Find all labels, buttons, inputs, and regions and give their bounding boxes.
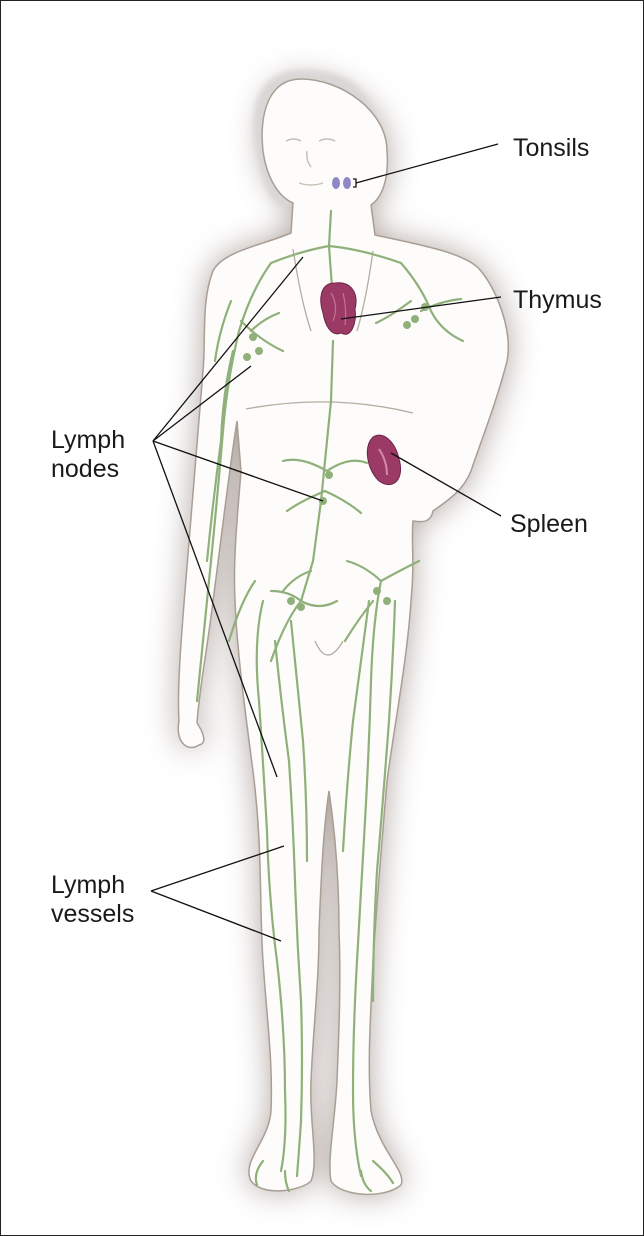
thymus-label: Thymus: [513, 286, 602, 315]
tonsils-label-text: Tonsils: [513, 134, 589, 162]
lymph-node: [243, 353, 251, 361]
lymph-vessels-label-line1: Lymph: [51, 871, 134, 900]
lymph-nodes-label-line1: Lymph: [51, 426, 125, 455]
lymph-node: [403, 321, 411, 329]
lymph-node: [325, 471, 333, 479]
lymph-node: [383, 597, 391, 605]
body-silhouette: [178, 79, 508, 1194]
lymph-node: [255, 347, 263, 355]
lymph-node: [373, 587, 381, 595]
spleen-label: Spleen: [510, 510, 588, 539]
lymph-node: [411, 315, 419, 323]
tonsils-label: Tonsils: [513, 134, 589, 163]
thymus-label-text: Thymus: [513, 286, 602, 314]
lymph-vessels-label-line2: vessels: [51, 900, 134, 929]
lymph-node: [297, 603, 305, 611]
lymph-nodes-label-line2: nodes: [51, 455, 125, 484]
lymph-node: [287, 597, 295, 605]
lymph-node: [249, 333, 257, 341]
lymph-vessels-label: Lymph vessels: [51, 871, 134, 929]
spleen-label-text: Spleen: [510, 510, 588, 538]
lymph-nodes-label: Lymph nodes: [51, 426, 125, 484]
